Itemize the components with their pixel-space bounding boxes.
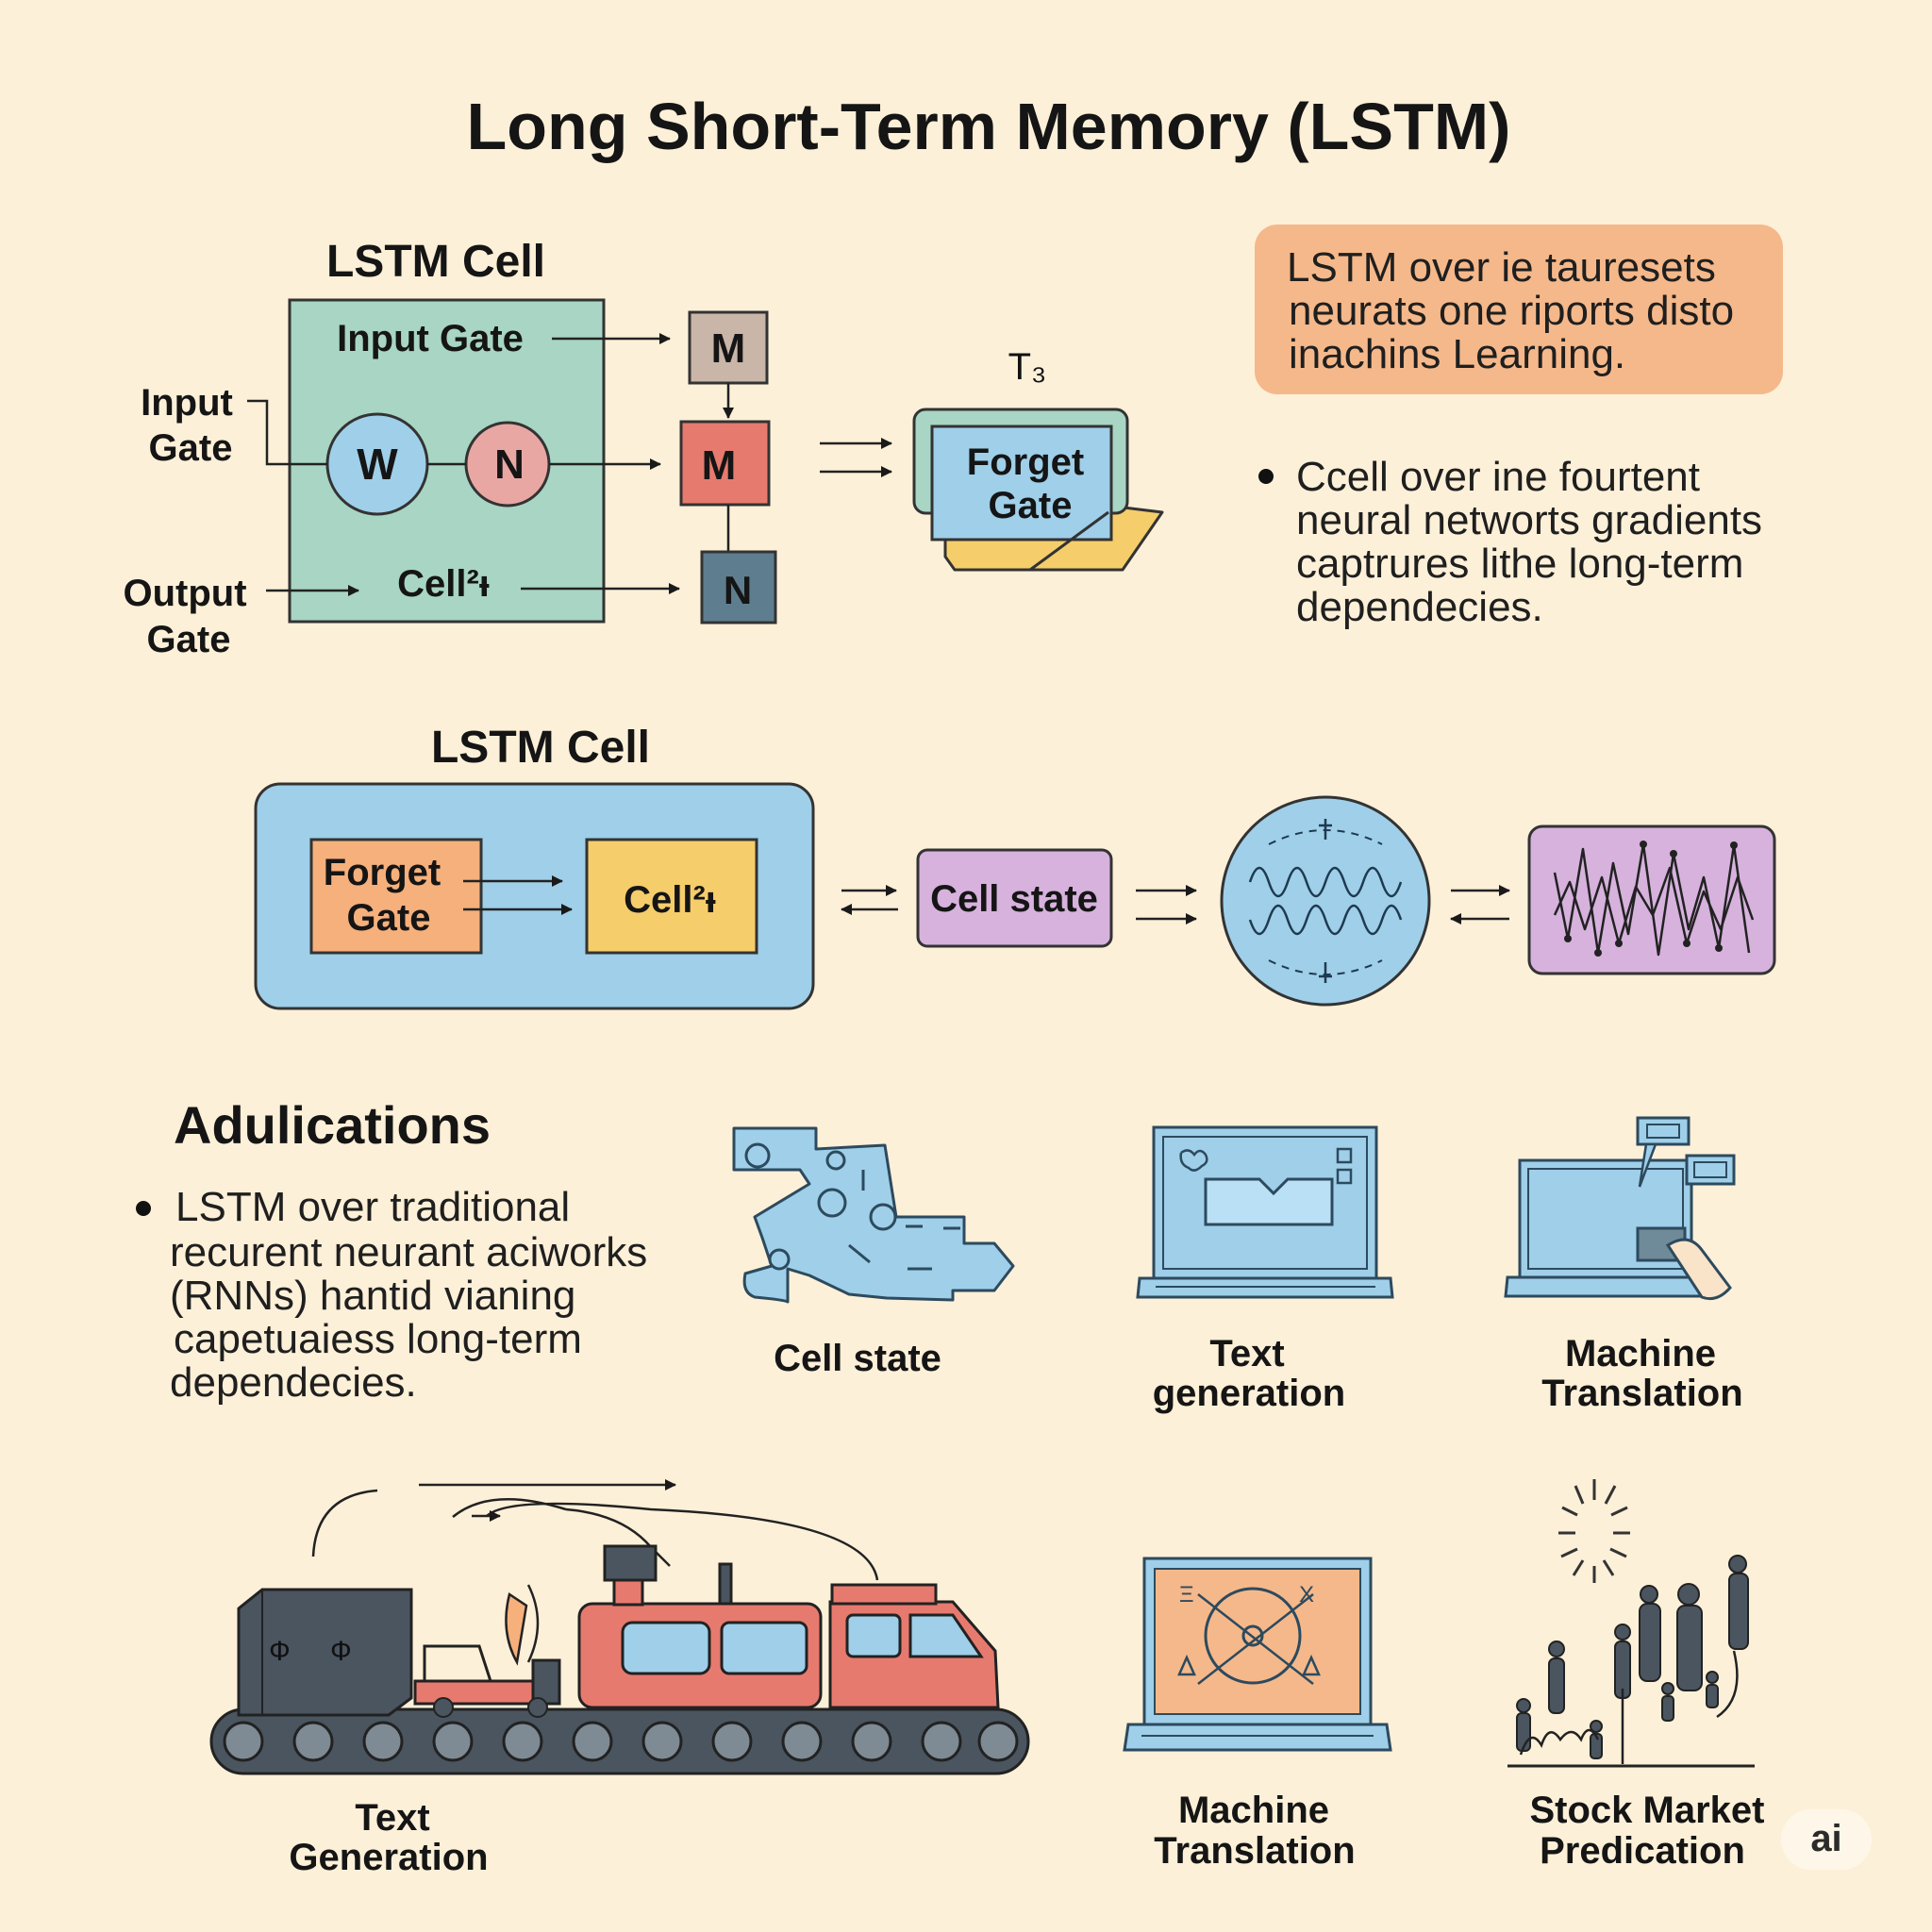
- input-gate-left-label-1: Input: [141, 382, 233, 424]
- train-label-1: Text: [355, 1797, 429, 1839]
- cell-state-icon-label: Cell state: [774, 1338, 941, 1379]
- cell-state-box: [916, 848, 1113, 948]
- wave-circle: [1220, 795, 1431, 1007]
- waveform-box: [1527, 824, 1776, 975]
- input-gate-inside-label: Input Gate: [337, 318, 524, 359]
- applications-line-5: dependecies.: [170, 1359, 417, 1406]
- ai-watermark-text: ai: [1810, 1818, 1841, 1859]
- forget-gate-fold: [1029, 510, 1109, 572]
- orange-note: LSTM over ie tauresets neurats one ripor…: [1255, 225, 1783, 394]
- translation-label-2: Translation: [1154, 1830, 1355, 1872]
- stock-market-label-2: Predication: [1540, 1830, 1745, 1872]
- output-gate-left-label-1: Output: [123, 573, 246, 614]
- bullet-note-line-4: dependecies.: [1296, 584, 1543, 630]
- applications-heading: Adulications: [174, 1095, 491, 1155]
- forget-gate-label-2: Gate: [989, 485, 1073, 526]
- m1-box-label: M: [711, 325, 746, 372]
- m2-box-label: M: [702, 442, 737, 489]
- bullet-note-line-3: captrures lithe long-term: [1296, 541, 1743, 587]
- cell-state-label: Cell state: [930, 878, 1098, 920]
- train-conveyor-icon: Ф Ф: [209, 1479, 1030, 1775]
- bottom-cell-heading: LSTM Cell: [431, 723, 650, 773]
- forget-gate-box: [930, 425, 1113, 541]
- applications-line-2: recurent neurant aciworks: [170, 1229, 647, 1275]
- bullet-note-line-1: Ccell over ine fourtent: [1296, 454, 1700, 500]
- top-lstm-cell: LSTM Cell Input Gate W N Cell²ᵼ Input Ga…: [123, 237, 1164, 660]
- n-box: [700, 550, 777, 625]
- bullet-dot: [1258, 469, 1274, 484]
- bullet-note: Ccell over ine fourtent neural networts …: [1258, 454, 1762, 630]
- cell-state-puzzle-icon: [732, 1126, 1015, 1304]
- m1-box: [688, 310, 769, 385]
- cell-inside-label: Cell²ᵼ: [397, 563, 490, 605]
- orange-note-line-1: LSTM over ie tauresets: [1287, 244, 1716, 291]
- input-gate-left-label-2: Gate: [149, 427, 233, 469]
- machine-translation-laptop-icon: [1504, 1116, 1736, 1301]
- forget-gate-label-1: Forget: [967, 441, 1084, 483]
- applications-line-3: (RNNs) hantid vianing: [170, 1273, 575, 1319]
- translation-globe-laptop-icon: Ξ X: [1123, 1557, 1392, 1752]
- orange-note-line-2: neurats one riports disto: [1289, 288, 1734, 334]
- bullet-note-line-2: neural networts gradients: [1296, 497, 1762, 543]
- n-node-label: N: [494, 441, 525, 488]
- train-label-2: Generation: [289, 1837, 488, 1878]
- bottom-forget-gate-box: [309, 838, 483, 955]
- svg-text:Ф: Ф: [269, 1636, 291, 1667]
- bottom-cell-inner-label: Cell²ᵼ: [624, 879, 716, 921]
- m2-box: [679, 420, 771, 507]
- w-node-label: W: [357, 440, 398, 489]
- bottom-cell-inner-box: [585, 838, 758, 955]
- input-gate-connector: [247, 399, 327, 466]
- ai-watermark: ai: [1781, 1809, 1872, 1870]
- stock-market-figures-icon: [1507, 1479, 1755, 1768]
- orange-note-line-3: inachins Learning.: [1289, 331, 1625, 377]
- svg-text:X: X: [1299, 1582, 1314, 1607]
- machine-translation-label-1: Machine: [1565, 1333, 1716, 1374]
- text-generation-laptop-icon: [1136, 1125, 1394, 1299]
- n-box-label: N: [724, 568, 752, 612]
- t3-label: T₃: [1008, 346, 1047, 388]
- page-title: Long Short-Term Memory (LSTM): [467, 90, 1511, 163]
- bottom-lstm-cell: LSTM Cell Forget Gate Cell²ᵼ Cell state: [254, 723, 1776, 1010]
- bottom-forget-gate-label-1: Forget: [324, 852, 441, 893]
- svg-text:Ξ: Ξ: [1179, 1582, 1194, 1607]
- applications-section: Adulications LSTM over traditional recur…: [136, 1095, 647, 1406]
- applications-line-4: capetuaiess long-term: [174, 1316, 582, 1362]
- translation-label-1: Machine: [1178, 1790, 1329, 1831]
- stock-market-label-1: Stock Market: [1530, 1790, 1765, 1831]
- svg-text:Ф: Ф: [330, 1636, 352, 1667]
- machine-translation-label-2: Translation: [1541, 1373, 1742, 1414]
- top-cell-heading: LSTM Cell: [326, 237, 545, 287]
- text-generation-label-2: generation: [1153, 1373, 1345, 1414]
- text-generation-label-1: Text: [1209, 1333, 1284, 1374]
- applications-bullet-dot: [136, 1201, 151, 1216]
- applications-line-1: LSTM over traditional: [175, 1184, 570, 1230]
- bottom-forget-gate-label-2: Gate: [347, 897, 431, 939]
- output-gate-left-label-2: Gate: [147, 619, 231, 660]
